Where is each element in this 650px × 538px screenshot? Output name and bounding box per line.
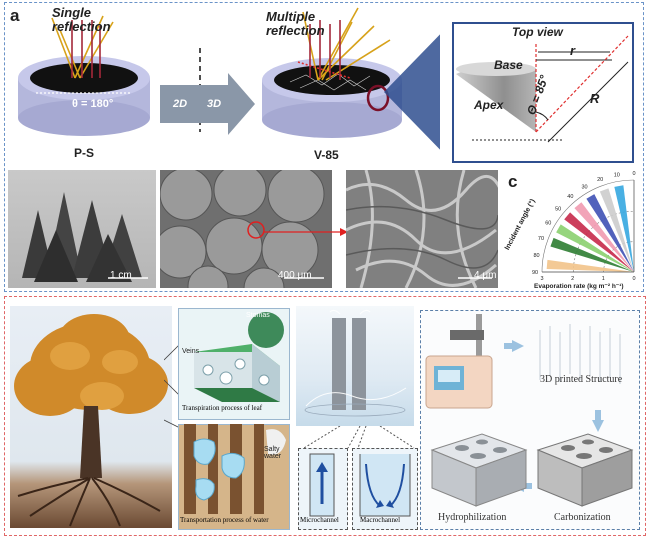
v85-label: V-85 bbox=[314, 148, 339, 162]
multiple-reflection-label: Multiple reflection bbox=[266, 9, 325, 38]
macrochannel-label: Macrochannel bbox=[360, 516, 401, 524]
water-scene bbox=[296, 306, 414, 426]
angle-tick-label: 30 bbox=[581, 184, 587, 190]
scale-4um: 4 μm bbox=[474, 270, 497, 281]
macrochannel-diagram bbox=[359, 454, 411, 517]
angle-tick-label: 60 bbox=[545, 221, 551, 227]
rate-tick-label: 1 bbox=[602, 276, 605, 282]
sem-high-mag bbox=[346, 170, 498, 288]
single-reflection-label: Single reflection bbox=[52, 5, 111, 34]
angle-tick-label: 0 bbox=[632, 171, 635, 177]
chart-wedge bbox=[599, 188, 634, 272]
sample-photo bbox=[8, 170, 156, 288]
leaf-structure bbox=[194, 312, 284, 402]
angle-tick-label: 80 bbox=[533, 253, 539, 259]
rate-tick-label: 2 bbox=[571, 276, 574, 282]
chart-wedge bbox=[556, 224, 634, 272]
angle-tick-label: 40 bbox=[567, 194, 573, 200]
panel-c-polar-chart: 90 80 70 60 50 40 30 20 10 0 0 1 2 3 bbox=[532, 171, 636, 282]
salty-water-label: Salty water bbox=[264, 446, 282, 460]
polar-arc bbox=[541, 179, 635, 273]
water-caption: Transportation process of water bbox=[180, 516, 269, 524]
tree-illustration bbox=[10, 306, 172, 528]
chart-wedge bbox=[574, 202, 634, 272]
panel-a-label: a bbox=[10, 6, 20, 25]
ps-disk bbox=[18, 56, 150, 136]
process-diagram bbox=[425, 314, 634, 507]
panel-c-label: c bbox=[508, 172, 518, 191]
apex-label: Apex bbox=[474, 98, 504, 112]
microchannel-label: Microchannel bbox=[300, 516, 339, 524]
zoom-lines bbox=[303, 426, 415, 449]
chart-wedge bbox=[564, 212, 634, 272]
chart-wedge bbox=[546, 259, 634, 272]
angle-tick-label: 90 bbox=[532, 270, 538, 276]
top-view-label: Top view bbox=[512, 25, 563, 39]
water-channels bbox=[184, 424, 286, 514]
angle-tick-label: 10 bbox=[614, 173, 620, 179]
microchannel-diagram bbox=[309, 453, 335, 517]
arrow-3d-label: 3D bbox=[207, 98, 222, 110]
chart-wedge bbox=[550, 237, 634, 272]
base-label: Base bbox=[494, 58, 523, 72]
v85-disk bbox=[262, 58, 402, 138]
bottom-panel-frame bbox=[4, 296, 646, 536]
R-label: R bbox=[590, 91, 600, 106]
chart-wedge bbox=[614, 185, 634, 272]
carbonization-label: Carbonization bbox=[554, 512, 611, 523]
angle-tick-label: 50 bbox=[555, 206, 561, 212]
zoom-arrow bbox=[264, 228, 348, 236]
scale-1cm: 1 cm bbox=[110, 270, 132, 281]
veins-label: Veins bbox=[182, 348, 200, 355]
rate-tick-label: 3 bbox=[540, 276, 543, 282]
r-label: r bbox=[570, 43, 576, 58]
leaf-caption: Transpiration process of leaf bbox=[182, 404, 263, 412]
panel-a-illustration bbox=[18, 7, 440, 150]
cone-diagram bbox=[456, 35, 629, 143]
chart-wedge bbox=[586, 194, 634, 272]
stomas-label: Stomas bbox=[246, 312, 270, 319]
sem-low-mag bbox=[160, 170, 332, 288]
c-x-axis-title: Evaporation rate (kg m⁻² h⁻¹) bbox=[534, 283, 624, 290]
hydrophilization-label: Hydrophilization bbox=[438, 512, 507, 523]
top-panel-frame bbox=[4, 2, 644, 292]
polar-arc bbox=[603, 241, 635, 273]
printed-structure-label: 3D printed Structure bbox=[540, 374, 623, 385]
angle-tick-label: 20 bbox=[597, 177, 603, 183]
theta-180-label: θ = 180° bbox=[72, 98, 114, 110]
rate-tick-label: 0 bbox=[632, 276, 635, 282]
ps-label: P-S bbox=[74, 146, 95, 160]
arrow-2d-label: 2D bbox=[173, 98, 188, 110]
scale-400um: 400 μm bbox=[278, 270, 312, 281]
angle-tick-label: 70 bbox=[538, 236, 544, 242]
